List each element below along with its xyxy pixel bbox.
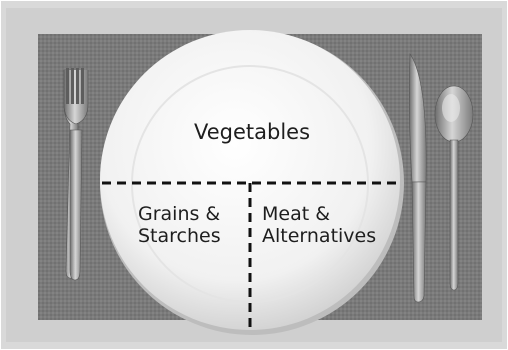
plate — [100, 30, 400, 330]
knife — [409, 53, 427, 303]
meat-line-2: Alternatives — [262, 225, 377, 248]
grains-line-1: Grains & — [138, 203, 221, 225]
section-label-grains-starches: Grains & Starches — [138, 203, 221, 248]
fork — [63, 68, 89, 281]
grains-line-2: Starches — [138, 225, 221, 248]
section-label-meat-alternatives: Meat & Alternatives — [262, 203, 376, 248]
section-label-vegetables: Vegetables — [194, 120, 311, 144]
spoon — [434, 85, 474, 291]
meat-line-1: Meat & — [262, 203, 331, 225]
